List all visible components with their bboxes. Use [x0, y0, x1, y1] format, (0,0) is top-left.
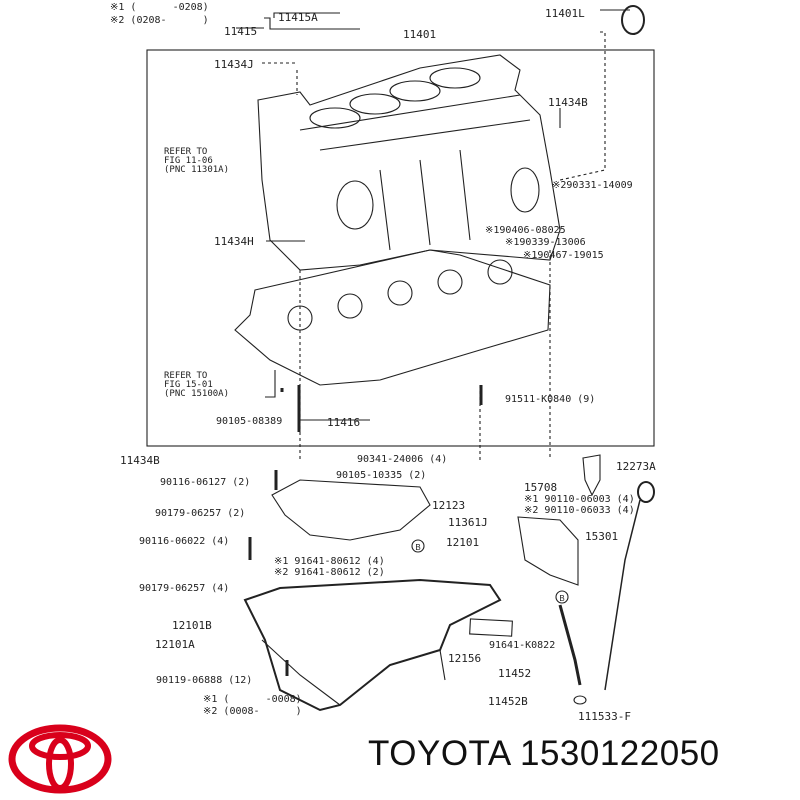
- part-label[interactable]: 91641-K0822: [489, 640, 556, 651]
- part-label[interactable]: ※190339-13006: [505, 237, 586, 248]
- oil-pan: [243, 578, 502, 712]
- oil-pump-cover: [517, 516, 579, 586]
- note-1-top: ※1 ( -0208): [110, 2, 209, 13]
- baffle-plate: [271, 479, 431, 541]
- brand-part-number: TOYOTA 1530122050: [368, 734, 720, 774]
- part-label[interactable]: ※2 90110-06033 (4): [524, 505, 635, 516]
- part-label[interactable]: ※1 90110-06003 (4): [524, 494, 635, 505]
- crankcase: [234, 249, 551, 386]
- part-label[interactable]: 11415A: [278, 11, 318, 24]
- svg-text:B: B: [559, 594, 564, 603]
- part-label[interactable]: 12101: [446, 536, 480, 549]
- dipstick: [604, 499, 641, 691]
- part-label[interactable]: 90179-06257 (2): [155, 508, 246, 519]
- cylinder-block: [257, 54, 561, 271]
- part-label[interactable]: ※190467-19015: [523, 250, 604, 261]
- part-label[interactable]: 90119-06888 (12): [156, 675, 253, 686]
- part-label[interactable]: 90179-06257 (4): [139, 583, 230, 594]
- part-label[interactable]: 90116-06022 (4): [139, 536, 230, 547]
- part-label[interactable]: ※2 91641-80612 (2): [274, 567, 385, 578]
- note-2-top: ※2 (0208- ): [110, 15, 209, 26]
- part-label[interactable]: ※1 91641-80612 (4): [274, 556, 385, 567]
- part-label[interactable]: 90105-10335 (2): [336, 470, 427, 481]
- part-label[interactable]: 91511-K0840 (9): [505, 394, 596, 405]
- part-label[interactable]: ※290331-14009: [552, 180, 633, 191]
- toyota-logo: [8, 724, 112, 794]
- part-label[interactable]: 11434H: [214, 235, 254, 248]
- part-label[interactable]: 11452B: [488, 695, 528, 708]
- oil-strainer: [469, 618, 513, 637]
- part-label[interactable]: 12273A: [616, 460, 656, 473]
- part-number: 1530122050: [519, 734, 720, 773]
- part-label[interactable]: 11434B: [120, 454, 160, 467]
- part-label[interactable]: 15708: [524, 481, 558, 494]
- svg-text:B: B: [415, 543, 420, 552]
- part-label[interactable]: 11416: [327, 416, 361, 429]
- refer-note: REFER TO FIG 15-01 (PNC 15100A): [164, 371, 230, 399]
- part-label[interactable]: 12123: [432, 499, 466, 512]
- part-label[interactable]: 111533-F: [578, 710, 631, 723]
- part-label[interactable]: 11434J: [214, 58, 254, 71]
- part-label[interactable]: 11401: [403, 28, 437, 41]
- note-2-bottom: ※2 (0008- ): [203, 706, 302, 717]
- part-label[interactable]: 12101B: [172, 619, 212, 632]
- part-label[interactable]: 11452: [498, 667, 532, 680]
- note-1-bottom: ※1 ( -0008): [203, 694, 302, 705]
- part-label[interactable]: 90341-24006 (4): [357, 454, 448, 465]
- part-label[interactable]: 11415: [224, 25, 258, 38]
- refer-note: REFER TO FIG 11-06 (PNC 11301A): [164, 147, 230, 175]
- part-label[interactable]: 11434B: [548, 96, 588, 109]
- dipstick-guide: [558, 604, 582, 686]
- oil-seal: [621, 5, 645, 35]
- block-frame: [146, 49, 655, 447]
- brand-name: TOYOTA: [368, 734, 510, 773]
- part-label[interactable]: 12101A: [155, 638, 195, 651]
- part-label[interactable]: 90105-08389: [216, 416, 283, 427]
- part-label[interactable]: 15301: [585, 530, 619, 543]
- part-label[interactable]: 12156: [448, 652, 482, 665]
- part-label[interactable]: 11401L: [545, 7, 585, 20]
- part-label[interactable]: ※190406-08025: [485, 225, 566, 236]
- part-label[interactable]: 90116-06127 (2): [160, 477, 251, 488]
- part-label[interactable]: 11361J: [448, 516, 488, 529]
